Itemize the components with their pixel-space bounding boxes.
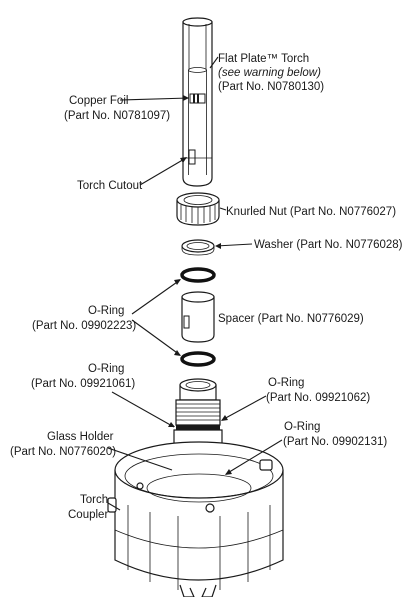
label-oring-right2-line1: O-Ring: [284, 421, 320, 433]
label-washer: Washer (Part No. N0776028): [254, 239, 403, 251]
svg-text:O-Ring: O-Ring: [88, 305, 124, 317]
svg-text:Torch: Torch: [80, 494, 108, 506]
label-oring-right1-line2: (Part No. 09921062): [266, 392, 370, 404]
oring-top-part: [180, 267, 216, 283]
svg-text:(Part No. 09921061): (Part No. 09921061): [31, 378, 135, 390]
label-oring-left: O-Ring (Part No. 09921061): [31, 363, 135, 390]
label-oring-top-line1: O-Ring: [88, 305, 124, 317]
label-glass-holder-line2: (Part No. N0776020): [10, 446, 116, 458]
label-glass-holder-line1: Glass Holder: [47, 431, 114, 443]
label-oring-right2-line2: (Part No. 09902131): [283, 436, 387, 448]
washer-part: [181, 239, 215, 256]
svg-text:Glass Holder: Glass Holder: [47, 431, 114, 443]
label-torch-line2: (see warning below): [218, 67, 321, 79]
label-copper-foil: Copper Foil (Part No. N0781097): [64, 95, 170, 122]
svg-text:(Part No. N0776020): (Part No. N0776020): [10, 446, 116, 458]
svg-text:(Part No. 09902131): (Part No. 09902131): [283, 436, 387, 448]
svg-text:O-Ring: O-Ring: [88, 363, 124, 375]
label-oring-top-line2: (Part No. 09902223): [32, 320, 136, 332]
label-torch-coupler-line1: Torch: [80, 494, 108, 506]
torch-part: [182, 17, 213, 187]
svg-text:O-Ring: O-Ring: [284, 421, 320, 433]
label-spacer: Spacer (Part No. N0776029): [218, 313, 364, 325]
label-copper-foil-line2: (Part No. N0781097): [64, 110, 170, 122]
label-oring-right2: O-Ring (Part No. 09902131): [283, 421, 387, 448]
spacer-part: [181, 291, 215, 343]
svg-text:(Part No. N0781097): (Part No. N0781097): [64, 110, 170, 122]
label-oring-left-line1: O-Ring: [88, 363, 124, 375]
svg-text:Flat Plate™ Torch: Flat Plate™ Torch: [218, 53, 309, 65]
oring-lower-part: [180, 351, 216, 367]
label-knurled-nut: Knurled Nut (Part No. N0776027): [226, 206, 396, 218]
svg-text:(see warning below): (see warning below): [218, 67, 321, 79]
label-oring-top: O-Ring (Part No. 09902223): [32, 305, 136, 332]
svg-text:(Part No. 09921062): (Part No. 09921062): [266, 392, 370, 404]
leader-lines: [107, 56, 283, 511]
svg-text:Coupler: Coupler: [68, 509, 108, 521]
label-torch-cutout: Torch Cutout: [77, 180, 143, 192]
svg-text:(Part No. 09902223): (Part No. 09902223): [32, 320, 136, 332]
label-copper-foil-line1: Copper Foil: [69, 95, 128, 107]
svg-text:Copper Foil: Copper Foil: [69, 95, 128, 107]
label-glass-holder: Glass Holder (Part No. N0776020): [10, 431, 116, 458]
label-torch-line3: (Part No. N0780130): [218, 81, 324, 93]
label-oring-left-line2: (Part No. 09921061): [31, 378, 135, 390]
label-torch-coupler: Torch Coupler: [68, 494, 108, 521]
label-oring-right1: O-Ring (Part No. 09921062): [266, 377, 370, 404]
knurled-nut-part: [176, 192, 220, 226]
svg-text:O-Ring: O-Ring: [268, 377, 304, 389]
label-oring-right1-line1: O-Ring: [268, 377, 304, 389]
svg-text:(Part No. N0780130): (Part No. N0780130): [218, 81, 324, 93]
label-torch: Flat Plate™ Torch (see warning below) (P…: [218, 53, 324, 93]
torch-coupler-part: [107, 441, 284, 597]
label-torch-coupler-line2: Coupler: [68, 509, 108, 521]
label-torch-line1: Flat Plate™ Torch: [218, 53, 309, 65]
